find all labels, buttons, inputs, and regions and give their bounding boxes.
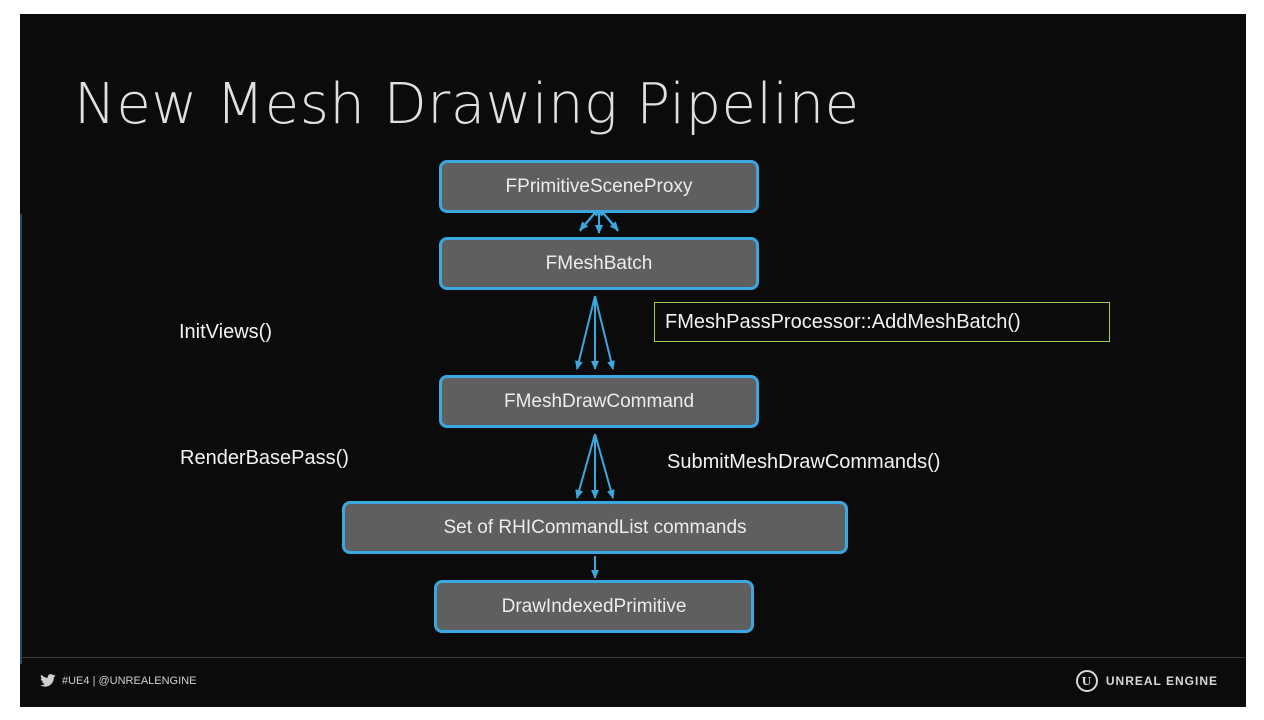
slide: New Mesh Drawing Pipeline <box>20 14 1246 707</box>
callout-label: FMeshPassProcessor::AddMeshBatch() <box>665 310 1021 333</box>
batch-command-arrow-right <box>594 295 615 370</box>
node-label: Set of RHICommandList commands <box>443 516 747 538</box>
node-label: FPrimitiveSceneProxy <box>505 175 693 197</box>
node-label: FMeshDrawCommand <box>503 390 695 412</box>
command-rhi-arrow-left <box>575 433 596 499</box>
label-renderbasepass: RenderBasePass() <box>180 447 349 469</box>
slide-title: New Mesh Drawing Pipeline <box>74 72 860 137</box>
footer-brand: U UNREAL ENGINE <box>1075 670 1218 692</box>
footer-social-text: #UE4 | @UNREALENGINE <box>62 674 197 687</box>
node-fmeshdrawcommand: FMeshDrawCommand <box>439 375 759 428</box>
node-drawindexedprimitive: DrawIndexedPrimitive <box>434 580 754 633</box>
batch-command-arrow-left <box>575 295 596 370</box>
node-fmeshbatch: FMeshBatch <box>439 237 759 290</box>
unreal-engine-logo-icon: U <box>1075 670 1098 692</box>
footer-social: #UE4 | @UNREALENGINE <box>40 674 196 687</box>
node-fprimitivesceneproxy: FPrimitiveSceneProxy <box>439 160 759 213</box>
footer-brand-text: UNREAL ENGINE <box>1105 674 1218 688</box>
command-rhi-arrow-right <box>594 433 615 499</box>
callout-addmeshbatch: FMeshPassProcessor::AddMeshBatch() <box>654 302 1110 342</box>
twitter-bird-icon <box>40 674 56 687</box>
footer-divider <box>20 657 1246 658</box>
batch-to-command-arrows <box>575 295 615 370</box>
node-label: DrawIndexedPrimitive <box>501 595 687 617</box>
node-label: FMeshBatch <box>545 252 653 274</box>
node-rhicommandlist: Set of RHICommandList commands <box>342 501 848 554</box>
command-to-rhi-arrows <box>575 433 615 499</box>
label-initviews: InitViews() <box>179 321 272 343</box>
slide-edge-accent <box>20 214 22 664</box>
label-submitmeshdrawcommands: SubmitMeshDrawCommands() <box>667 451 941 473</box>
logo-letter: U <box>1081 674 1093 688</box>
